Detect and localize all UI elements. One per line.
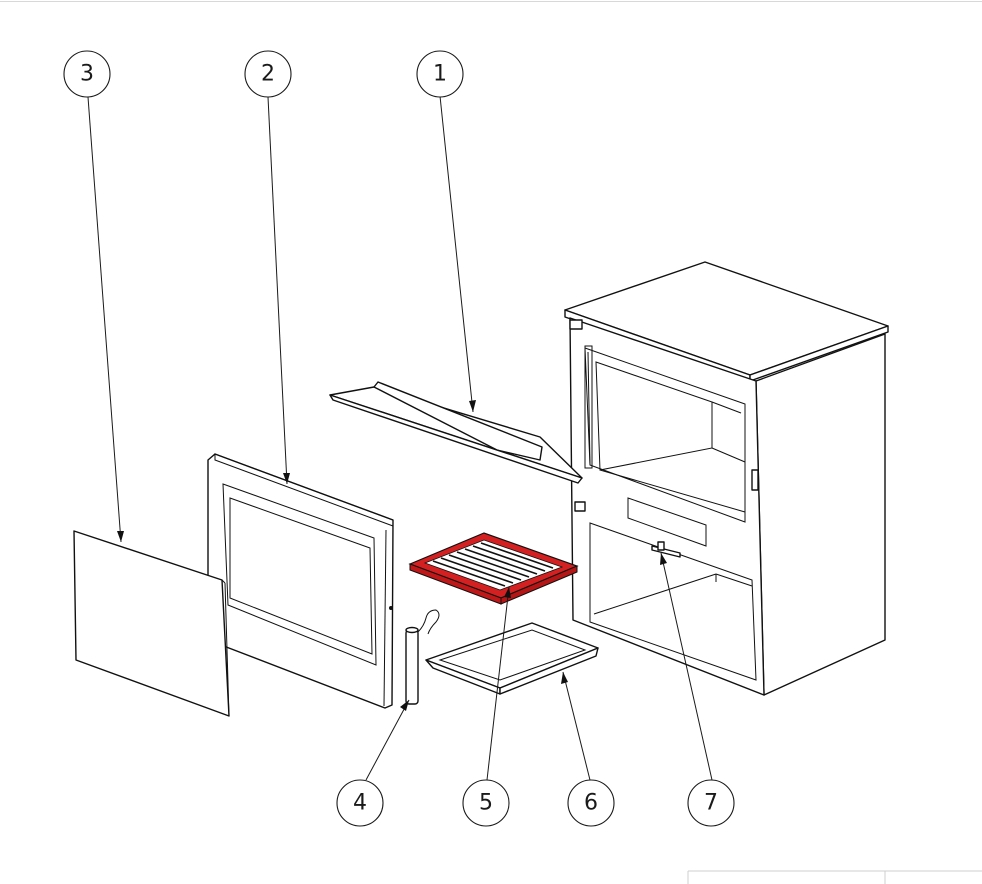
door-frame: [207, 453, 394, 709]
balloon-4: 4: [336, 779, 384, 827]
title-block-corner: [687, 870, 982, 884]
balloon-7-label: 7: [704, 791, 718, 816]
balloon-5: 5: [462, 779, 510, 827]
leader-6-arrow: [561, 672, 568, 684]
balloon-2: 2: [244, 50, 292, 98]
leader-5-arrow: [504, 587, 511, 598]
leader-3: [87, 96, 122, 543]
leader-2: [267, 96, 288, 485]
balloon-3-label: 3: [80, 62, 94, 87]
leader-1: [439, 95, 474, 413]
leader-1-arrow: [469, 400, 476, 412]
leader-6: [562, 671, 591, 781]
leader-7-arrow: [660, 553, 667, 565]
balloon-2-label: 2: [261, 62, 275, 87]
leader-2-arrow: [283, 473, 290, 484]
balloon-4-label: 4: [353, 791, 367, 816]
leader-4-arrow: [400, 700, 409, 711]
stove-body: [564, 261, 889, 696]
leader-3-arrow: [117, 531, 124, 542]
grate: [408, 532, 579, 605]
balloon-7: 7: [687, 779, 735, 827]
balloon-3: 3: [63, 50, 111, 98]
balloon-1: 1: [416, 50, 464, 98]
leader-7: [660, 552, 713, 781]
balloon-1-label: 1: [433, 62, 447, 87]
balloon-6-label: 6: [584, 791, 598, 816]
balloon-6: 6: [567, 779, 615, 827]
glass-panel: [73, 530, 230, 717]
balloon-5-label: 5: [479, 791, 493, 816]
leader-4: [365, 699, 410, 781]
leader-lines: [87, 95, 713, 781]
door-handle: [405, 609, 440, 705]
ash-pan: [425, 622, 599, 695]
leader-5: [486, 586, 510, 781]
damper-slider: [651, 541, 681, 558]
baffle-plate: [329, 381, 583, 484]
